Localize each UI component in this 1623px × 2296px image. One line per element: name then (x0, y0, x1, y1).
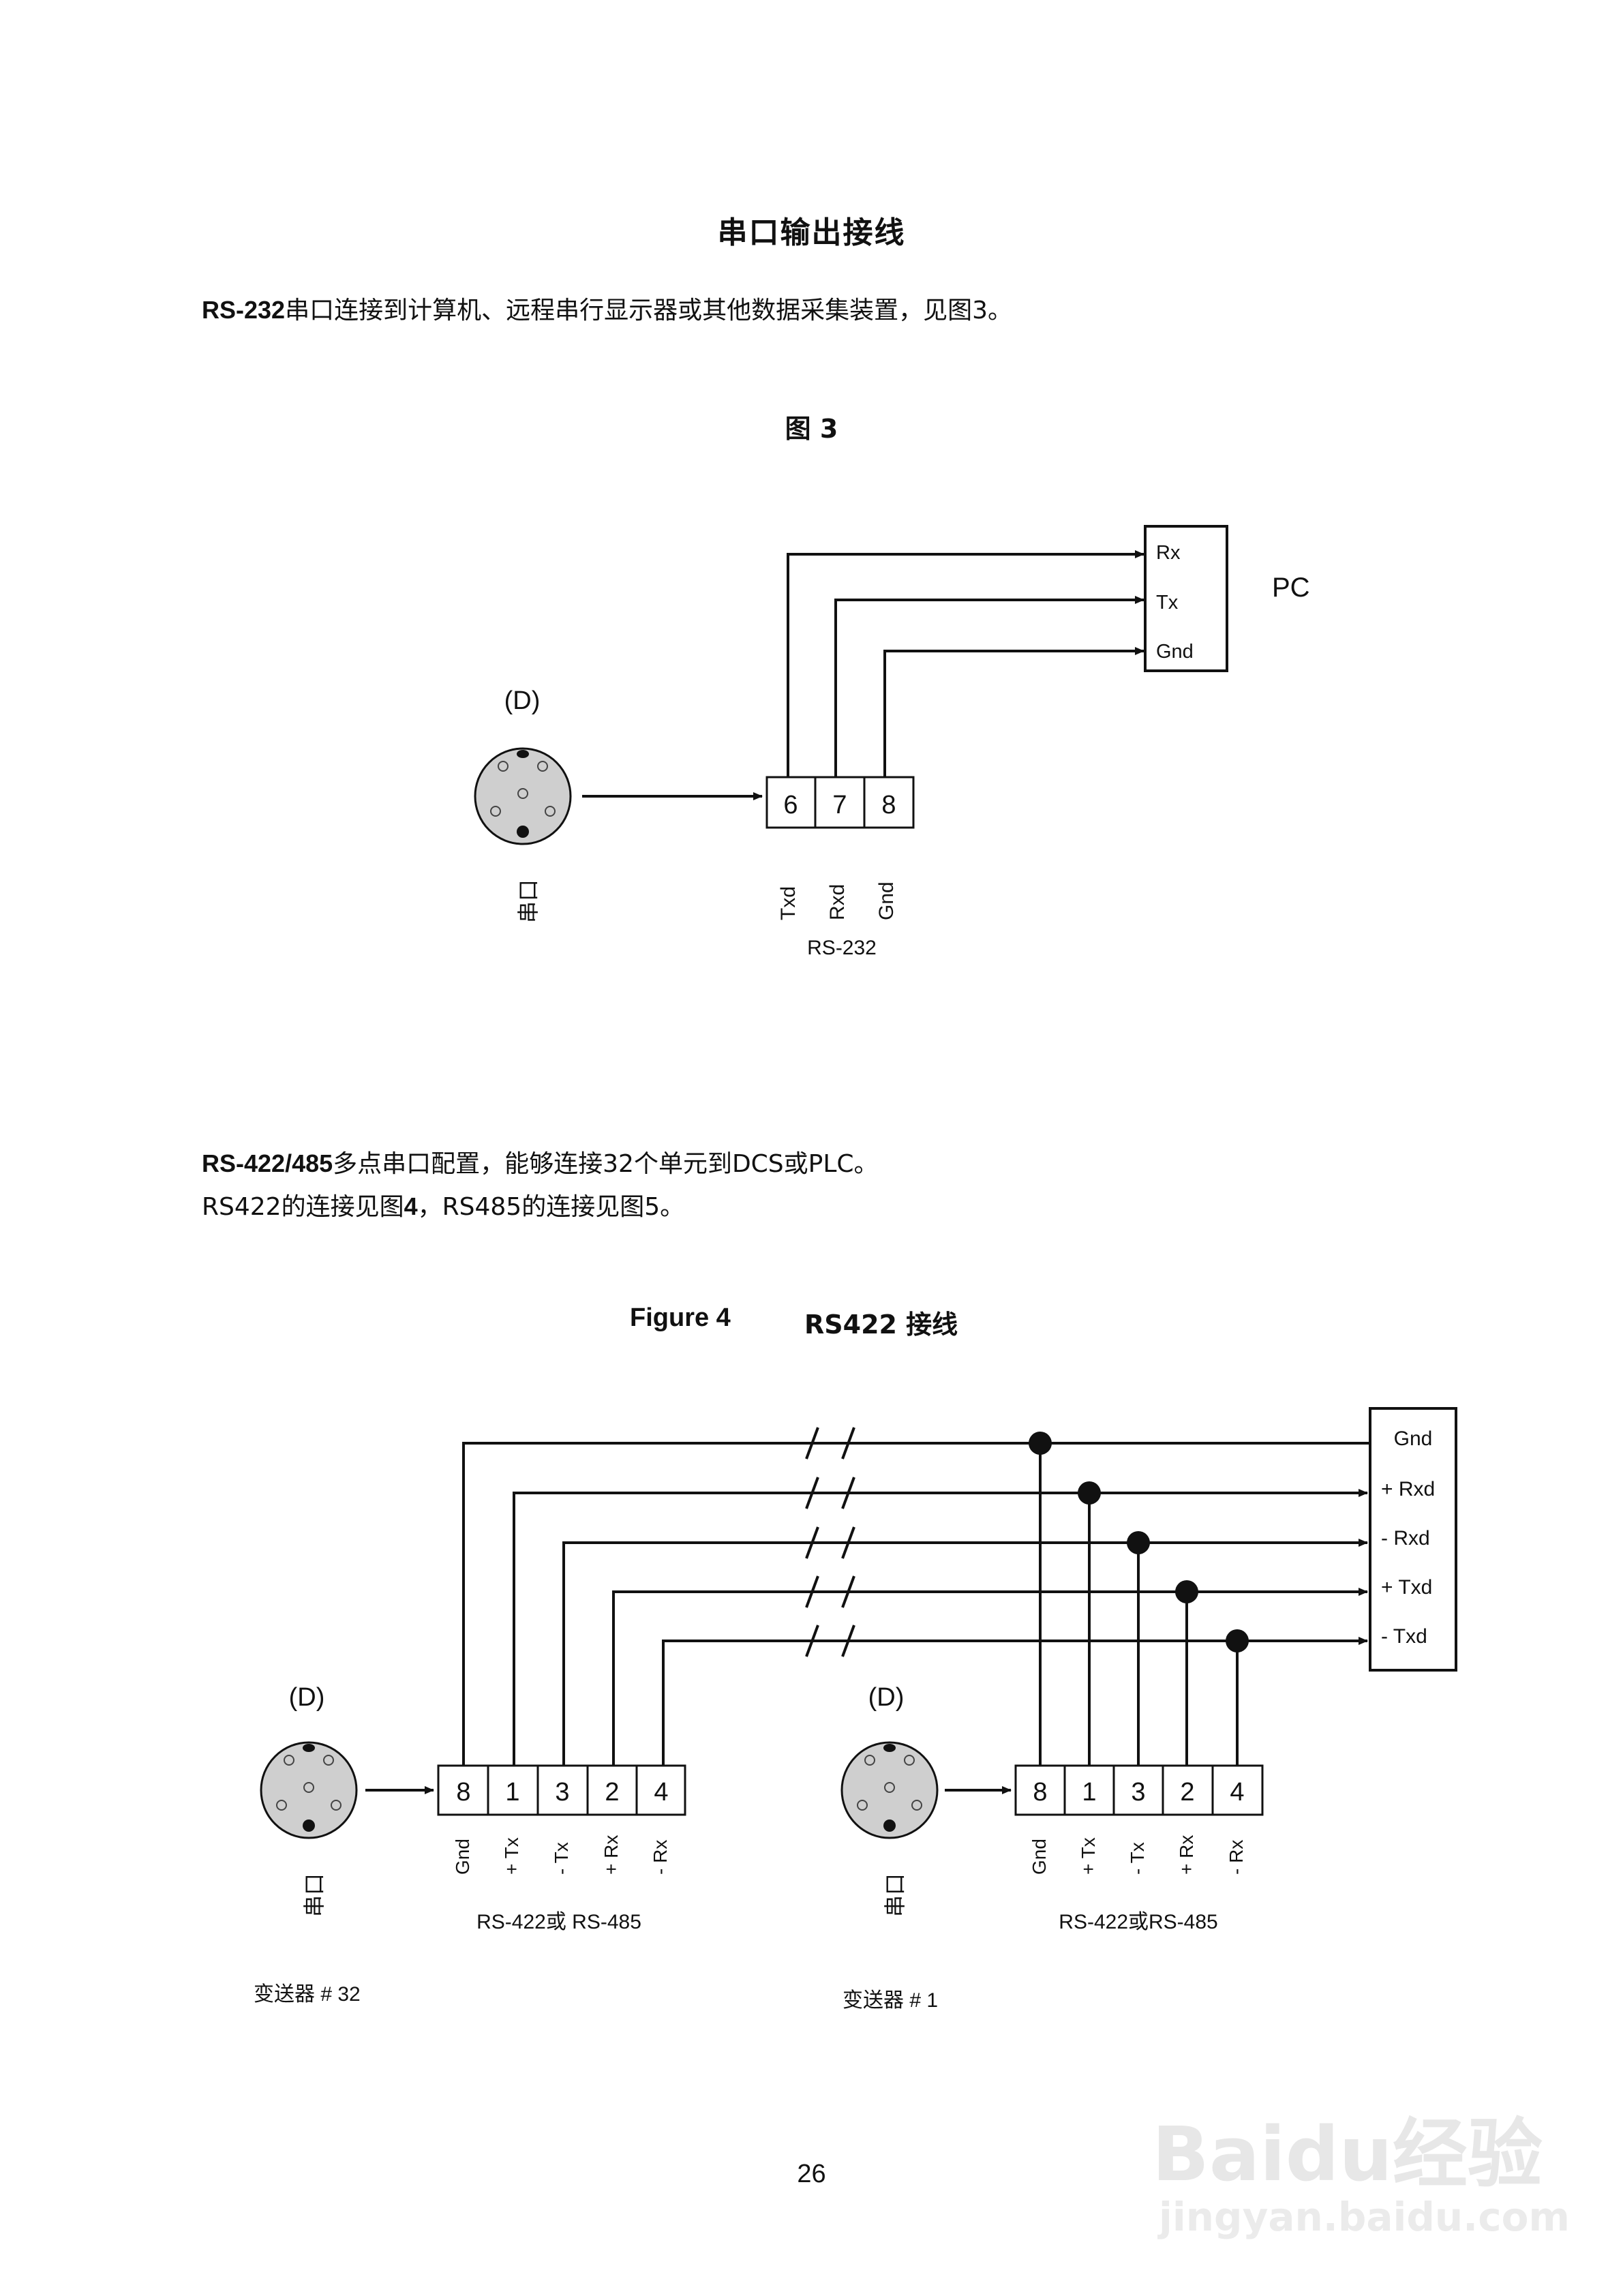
figure-3-caption: 图 3 (785, 414, 838, 444)
host-pin-gnd: Gnd (1394, 1428, 1433, 1450)
left-terminal-1: 1 (505, 1778, 519, 1807)
host-box (1369, 1407, 1457, 1672)
right-terminal-8: 8 (1033, 1778, 1047, 1807)
device-1-label: 变送器 # 1 (843, 1989, 938, 2012)
left-serial-label: 串口 (302, 1873, 327, 1917)
break-marks (805, 1427, 855, 1657)
right-signal-plus-rx: + Rx (1176, 1835, 1197, 1875)
right-terminal-2: 2 (1180, 1778, 1194, 1807)
left-terminal-8: 8 (456, 1778, 470, 1807)
page-title: 串口输出接线 (717, 215, 906, 250)
left-terminal-4: 4 (654, 1778, 668, 1807)
terminal-strip-left (437, 1764, 686, 1816)
right-bus-label: RS-422或RS-485 (1059, 1911, 1217, 1933)
serial-label: 串口 (516, 879, 541, 923)
baidu-watermark-url: jingyan.baidu.com (1159, 2194, 1570, 2240)
left-serial-connector-icon (260, 1741, 358, 1839)
host-pin-plus-txd: + Txd (1381, 1576, 1432, 1599)
host-pin-minus-txd: - Txd (1381, 1625, 1427, 1648)
host-pin-minus-rxd: - Rxd (1381, 1527, 1430, 1550)
device-32-label: 变送器 # 32 (254, 1983, 361, 2006)
pc-label: PC (1272, 573, 1310, 603)
wire-txd (787, 550, 1144, 782)
rs232-term: RS-232 (202, 296, 286, 324)
right-terminal-3: 3 (1131, 1778, 1145, 1807)
right-terminal-4: 4 (1230, 1778, 1244, 1807)
bus-minus-txd (662, 1637, 1368, 1771)
wire-gnd (883, 647, 1144, 782)
figure-4-number: Figure 4 (630, 1303, 731, 1332)
left-signal-minus-rx: - Rx (650, 1840, 671, 1875)
left-signal-gnd: Gnd (452, 1839, 473, 1875)
right-signal-minus-rx: - Rx (1226, 1840, 1247, 1875)
page-number: 26 (797, 2160, 826, 2188)
rs232-bus-label: RS-232 (807, 937, 877, 959)
right-signal-plus-tx: + Tx (1078, 1837, 1099, 1875)
wire-rxd (834, 596, 1144, 782)
pc-pin-gnd: Gnd (1156, 641, 1194, 663)
rs422-ref-a: RS422的连接见图 (202, 1193, 404, 1221)
right-terminal-1: 1 (1082, 1778, 1096, 1807)
right-taps (1039, 1443, 1239, 1771)
host-pin-plus-rxd: + Rxd (1381, 1478, 1435, 1500)
terminal-8: 8 (881, 791, 896, 819)
terminal-6: 6 (783, 791, 798, 819)
rs422-term: RS-422/485 (202, 1149, 333, 1177)
left-bus-label: RS-422或 RS-485 (476, 1911, 641, 1933)
left-signal-plus-rx: + Rx (601, 1835, 622, 1875)
figure-4-title: RS422 接线 (804, 1310, 958, 1340)
rs422-ref-num: 4 (404, 1192, 418, 1220)
right-serial-connector-icon (840, 1741, 939, 1839)
right-signal-minus-tx: - Tx (1127, 1842, 1148, 1875)
signal-rxd: Rxd (826, 884, 849, 920)
right-connector-d-label: (D) (868, 1683, 905, 1712)
left-terminal-3: 3 (555, 1778, 569, 1807)
bus-gnd (462, 1442, 1370, 1771)
signal-gnd: Gnd (875, 881, 898, 920)
signal-txd: Txd (777, 886, 800, 920)
left-signal-minus-tx: - Tx (551, 1842, 572, 1875)
rs232-paragraph: RS-232串口连接到计算机、远程串行显示器或其他数据采集装置，见图3。 (202, 289, 1012, 332)
rs422-ref-c: ，RS485的连接见图5。 (417, 1193, 685, 1221)
pc-box (1144, 525, 1228, 672)
bus-minus-rxd (562, 1539, 1368, 1771)
terminal-strip (765, 776, 915, 829)
terminal-7: 7 (832, 791, 847, 819)
pc-pin-tx: Tx (1156, 592, 1179, 614)
rs422-paragraph: RS-422/485多点串口配置，能够连接32个单元到DCS或PLC。 RS42… (202, 1143, 879, 1228)
rs422-description: 多点串口配置，能够连接32个单元到DCS或PLC。 (333, 1150, 879, 1178)
bus-plus-txd (612, 1588, 1368, 1771)
serial-connector-icon (474, 747, 572, 845)
baidu-watermark-logo: Baidu经验 (1152, 2111, 1543, 2198)
right-signal-gnd: Gnd (1029, 1839, 1050, 1875)
junction-dots (1029, 1432, 1249, 1652)
left-terminal-2: 2 (605, 1778, 619, 1807)
terminal-strip-right (1014, 1764, 1264, 1816)
connector-d-label: (D) (504, 686, 541, 715)
left-signal-plus-tx: + Tx (501, 1837, 522, 1875)
pc-pin-rx: Rx (1156, 542, 1181, 564)
right-serial-label: 串口 (883, 1873, 907, 1917)
rs232-description: 串口连接到计算机、远程串行显示器或其他数据采集装置，见图3。 (285, 297, 1012, 324)
left-connector-d-label: (D) (289, 1683, 325, 1712)
